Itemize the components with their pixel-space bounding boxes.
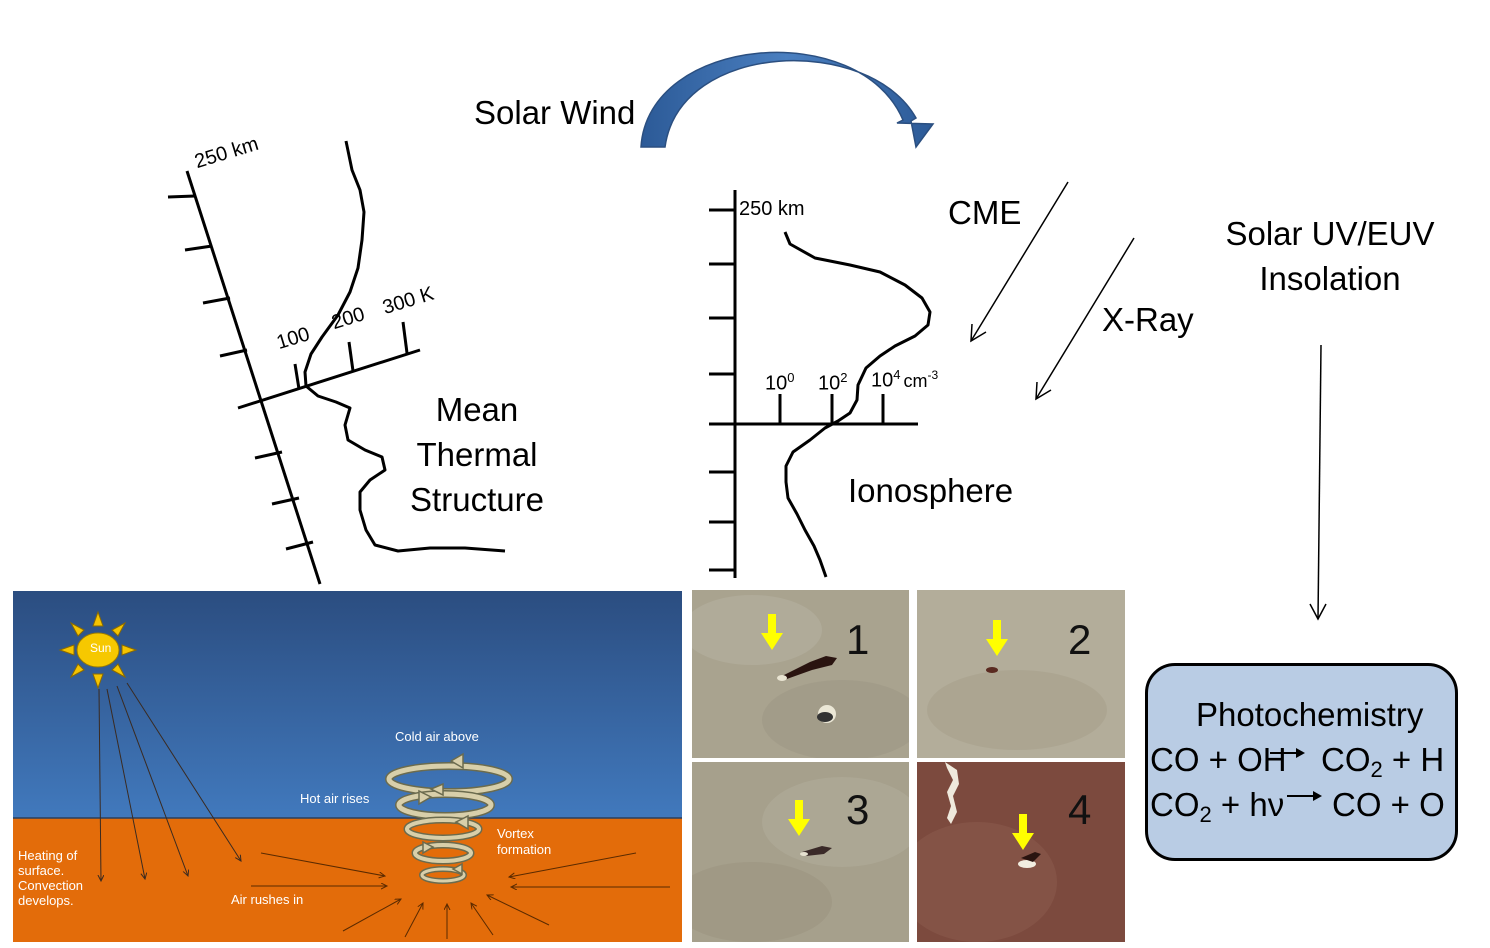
ionosphere-altitude-label: 250 km: [739, 198, 805, 220]
heating-line-4: develops.: [18, 893, 74, 908]
uv-arrow: [1309, 344, 1327, 621]
solar-wind-arrow: [640, 51, 935, 149]
eq2-left-a: CO: [1150, 786, 1200, 823]
equation-2-left: CO2 + hν: [1150, 786, 1284, 828]
marker-arrow-icon: [761, 614, 783, 650]
ionosphere-axes: [709, 190, 918, 578]
marker-arrow-icon: [986, 620, 1008, 656]
solar-uv-line-1: Solar UV/EUV: [1225, 215, 1435, 252]
equation-1-left: CO + OH: [1150, 741, 1287, 778]
vortex: [385, 752, 513, 884]
vortex-label-line-1: Vortex: [497, 826, 534, 841]
eq1-right-sub: 2: [1370, 757, 1383, 782]
heating-line-3: Convection: [18, 878, 84, 893]
equation-1-arrow: [1270, 748, 1305, 758]
tick-3-unit: cm: [903, 370, 928, 391]
marker-arrow-icon: [1012, 814, 1034, 850]
eq2-left-sub: 2: [1199, 802, 1212, 827]
dust-devil-diagram: Sun Cold air above Hot air rises Vortex …: [13, 591, 682, 942]
solar-wind-label: Solar Wind: [474, 94, 636, 131]
equation-2-arrow: [1287, 791, 1322, 801]
photochemistry-title: Photochemistry: [1196, 696, 1424, 733]
eq1-right-b: + H: [1382, 741, 1445, 778]
dust-devil-shadow: [778, 656, 837, 680]
photo-panel-2: [917, 590, 1125, 758]
photo-number-2: 2: [1068, 616, 1092, 663]
photo-panel-1: [692, 590, 909, 758]
ionosphere-profile-curve: [783, 231, 932, 578]
solar-uv-label: Solar UV/EUV Insolation: [1210, 211, 1450, 301]
thermal-title: Mean Thermal Structure: [397, 387, 557, 522]
tick-3-base: 10: [871, 369, 894, 392]
vortex-label: Vortex formation: [497, 826, 551, 858]
vortex-label-line-2: formation: [497, 842, 552, 857]
ground: [13, 818, 682, 942]
photochemistry-box: Photochemistry CO + OH CO2 + H CO2 + hν …: [1145, 663, 1458, 861]
photo-number-3: 3: [846, 786, 870, 833]
thermal-title-line-2: Thermal: [416, 436, 538, 473]
heating-line-2: surface.: [18, 863, 65, 878]
thermal-axes: [167, 170, 421, 585]
tick-3-exp: 4: [893, 367, 901, 382]
photo-panel-3: [692, 762, 909, 942]
sky: [13, 591, 682, 818]
photo-panel-4: [917, 762, 1125, 942]
thermal-title-line-3: Structure: [410, 481, 544, 518]
inflow-arrows: [251, 852, 670, 939]
heating-line-1: Heating of: [18, 848, 78, 863]
thermal-title-line-1: Mean: [435, 391, 519, 428]
equation-1-right: CO2 + H: [1321, 741, 1444, 783]
photo-number-1: 1: [846, 616, 870, 663]
tick-3-unit-exp: -3: [927, 368, 939, 382]
tick-2-base: 10: [818, 372, 841, 395]
photo-number-4: 4: [1068, 786, 1092, 833]
thermal-profile-curve: [303, 140, 506, 553]
cold-air-label: Cold air above: [395, 729, 479, 744]
eq1-right-a: CO: [1321, 741, 1371, 778]
air-rushes-label: Air rushes in: [231, 892, 304, 907]
sun-label: Sun: [90, 641, 112, 655]
tick-1-exp: 0: [787, 370, 795, 385]
tick-1-base: 10: [765, 372, 788, 395]
hot-air-label: Hot air rises: [300, 791, 370, 806]
equation-2-right: CO + O: [1332, 786, 1445, 823]
eq2-left-b: + hν: [1211, 786, 1285, 823]
heating-label: Heating of surface. Convection develops.: [18, 848, 83, 908]
ionosphere-tick-2: 102: [818, 370, 847, 396]
cme-label: CME: [948, 194, 1022, 231]
marker-arrow-icon: [788, 800, 810, 836]
tick-2-exp: 2: [840, 370, 848, 385]
xray-label: X-Ray: [1102, 301, 1194, 338]
solar-uv-line-2: Insolation: [1259, 260, 1401, 297]
cme-arrow: [970, 181, 1069, 343]
ionosphere-title: Ionosphere: [848, 472, 1014, 509]
ionosphere-tick-1: 100: [765, 370, 794, 396]
sun-icon: [58, 610, 138, 690]
sunlight-rays: [99, 682, 241, 881]
xray-arrow: [1035, 237, 1135, 401]
dust-devil-art: [13, 591, 682, 942]
